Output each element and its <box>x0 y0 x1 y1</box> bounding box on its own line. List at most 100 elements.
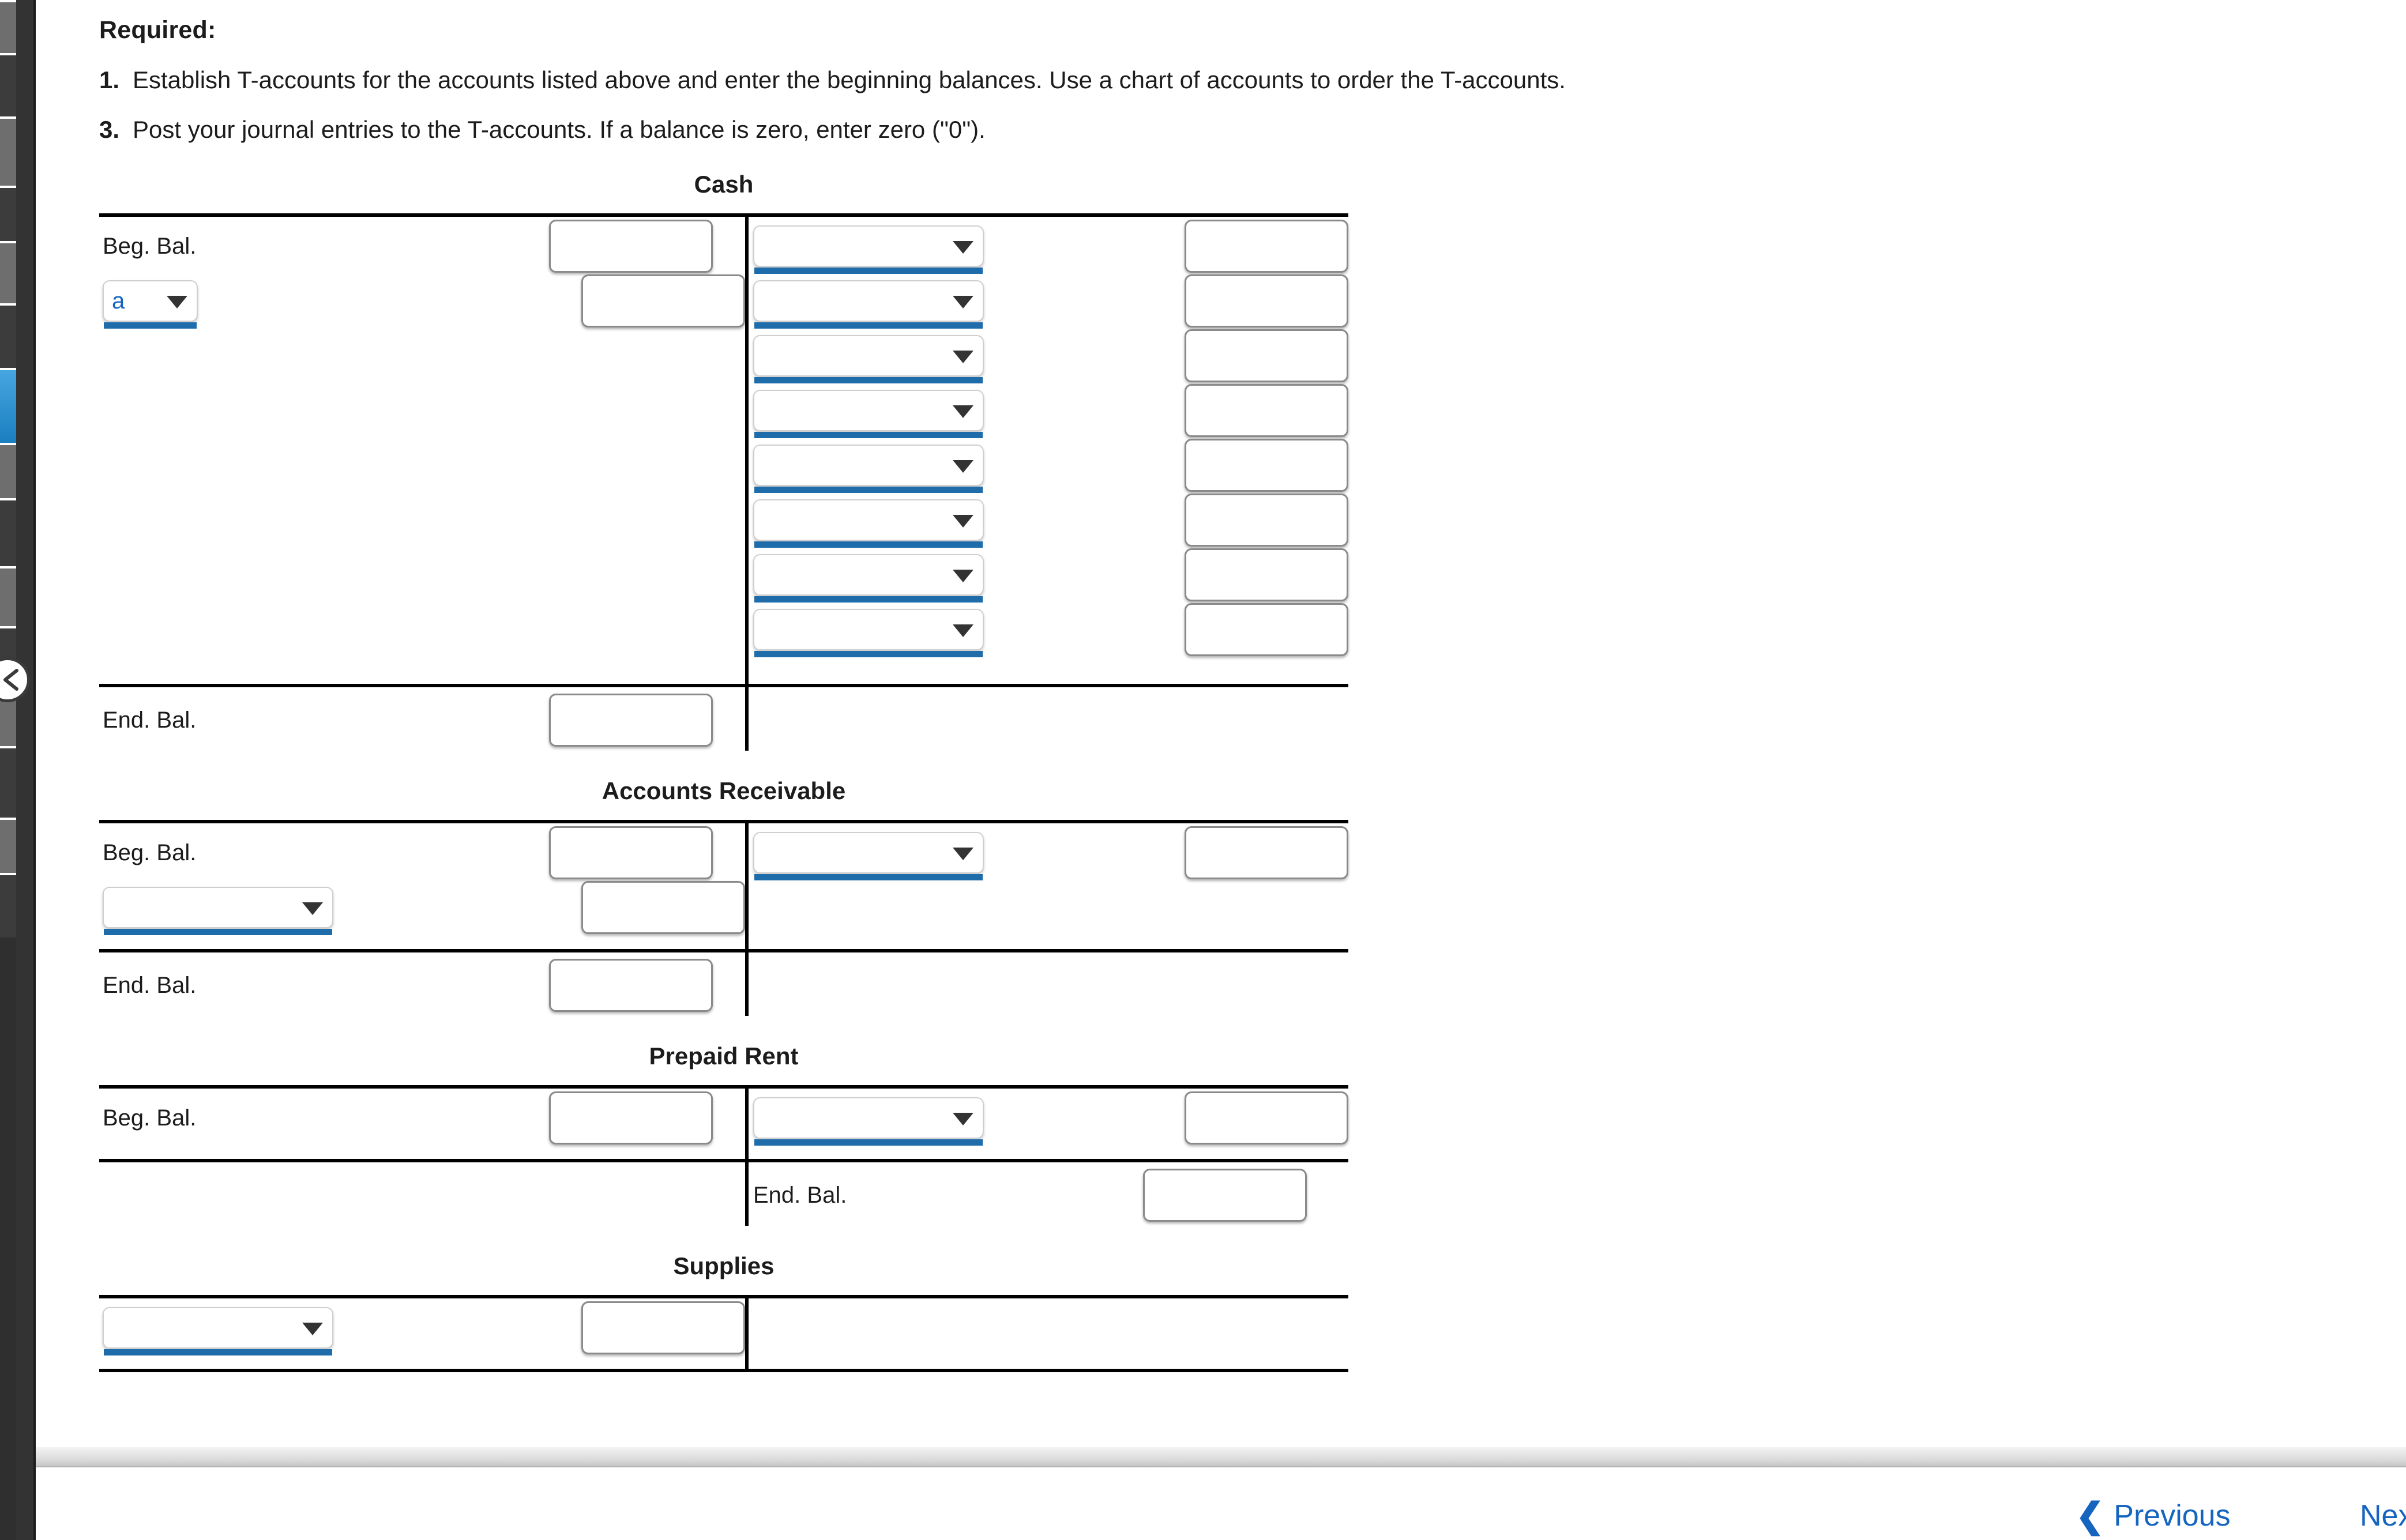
select-control[interactable] <box>753 445 984 487</box>
select-underline <box>104 1349 332 1356</box>
select-control[interactable] <box>753 225 984 268</box>
select-underline <box>104 929 332 936</box>
credit-account-select[interactable] <box>753 390 984 439</box>
rail-item-4[interactable] <box>0 241 16 303</box>
rail-item-13[interactable] <box>0 818 16 873</box>
worksheet-content: Required: 1.Establish T-accounts for the… <box>36 0 2406 1372</box>
debit-row: Beg. Bal. <box>99 219 745 274</box>
rail-item-2[interactable] <box>0 116 16 186</box>
credit-account-select[interactable] <box>753 832 984 881</box>
credit-amount-input[interactable] <box>1185 548 1348 602</box>
chevron-down-icon <box>302 1323 323 1336</box>
select-control[interactable] <box>753 832 984 874</box>
select-control[interactable] <box>753 280 984 322</box>
rail-item-8[interactable] <box>0 498 16 566</box>
debit-amount-input[interactable] <box>549 1091 713 1145</box>
debit-amount-input[interactable] <box>549 826 713 880</box>
credit-amount-input[interactable] <box>1185 220 1348 273</box>
t-account-top-rule <box>99 819 1348 823</box>
footer-debit-column: End. Bal. <box>99 693 745 748</box>
credit-amount-input[interactable] <box>1185 826 1348 880</box>
next-button[interactable]: Next <box>2360 1498 2406 1533</box>
chevron-down-icon <box>953 515 973 528</box>
debit-amount-input[interactable] <box>581 1301 745 1355</box>
rail-item-7[interactable] <box>0 443 16 498</box>
select-control[interactable] <box>753 609 984 651</box>
footer-credit-row <box>745 693 1348 748</box>
rail-item-0[interactable] <box>0 0 16 53</box>
credit-column <box>745 826 1348 935</box>
credit-amount-input[interactable] <box>1185 603 1348 657</box>
select-control[interactable] <box>103 1307 333 1349</box>
rail-item-3[interactable] <box>0 186 16 241</box>
t-account-top-rule <box>99 213 1348 217</box>
select-control[interactable] <box>753 335 984 377</box>
credit-amount-input[interactable] <box>1185 274 1348 328</box>
chevron-down-icon <box>953 624 973 638</box>
select-underline <box>754 487 983 494</box>
rail-item-strip[interactable] <box>0 0 16 1540</box>
chevron-down-icon <box>953 241 973 254</box>
credit-amount-input[interactable] <box>1185 384 1348 438</box>
select-underline <box>754 651 983 658</box>
select-control[interactable]: a <box>103 280 198 322</box>
credit-account-select[interactable] <box>753 499 984 548</box>
rail-item-12[interactable] <box>0 746 16 818</box>
debit-row <box>99 880 745 936</box>
end-balance-debit-input[interactable] <box>549 694 713 747</box>
select-control[interactable] <box>753 554 984 596</box>
instruction-item: 3.Post your journal entries to the T-acc… <box>99 116 2406 144</box>
rail-item-14[interactable] <box>0 873 16 937</box>
debit-account-select[interactable]: a <box>103 280 198 329</box>
debit-account-select[interactable] <box>103 887 333 936</box>
t-account-columns: Beg. Bal. <box>99 1085 1348 1146</box>
credit-amount-input[interactable] <box>1185 494 1348 547</box>
credit-amount-input[interactable] <box>1185 439 1348 492</box>
t-account-footer-divider <box>745 687 749 751</box>
credit-amount-input[interactable] <box>1185 329 1348 383</box>
credit-account-select[interactable] <box>753 225 984 274</box>
previous-button[interactable]: ❮ Previous <box>2076 1498 2231 1533</box>
debit-amount-input[interactable] <box>581 881 745 935</box>
select-control[interactable] <box>103 887 333 929</box>
t-account-bottom-rule <box>99 683 1348 687</box>
credit-column <box>745 1301 1348 1355</box>
credit-account-select[interactable] <box>753 1097 984 1146</box>
t-account-footer-columns: End. Bal. <box>99 952 1348 1013</box>
credit-row <box>745 493 1348 548</box>
credit-amount-input[interactable] <box>1185 1091 1348 1145</box>
select-underline <box>754 1139 983 1146</box>
select-control[interactable] <box>753 499 984 541</box>
debit-amount-input[interactable] <box>581 274 745 328</box>
credit-account-select[interactable] <box>753 609 984 658</box>
previous-label: Previous <box>2114 1499 2231 1533</box>
rail-item-1[interactable] <box>0 53 16 116</box>
debit-column: Beg. Bal. a <box>99 219 745 657</box>
rail-item-6[interactable] <box>0 368 16 443</box>
select-underline <box>754 268 983 274</box>
debit-amount-input[interactable] <box>549 220 713 273</box>
chevron-down-icon <box>953 570 973 583</box>
rail-item-5[interactable] <box>0 303 16 368</box>
footer-credit-column: End. Bal. <box>745 1168 1348 1223</box>
end-balance-debit-input[interactable] <box>549 959 713 1012</box>
t-account-divider <box>745 213 749 684</box>
credit-account-select[interactable] <box>753 554 984 603</box>
select-control[interactable] <box>753 1097 984 1139</box>
instruction-number: 1. <box>99 66 120 93</box>
select-control[interactable] <box>753 390 984 432</box>
scroll-viewport[interactable]: Required: 1.Establish T-accounts for the… <box>36 0 2406 1444</box>
end-balance-credit-input[interactable] <box>1143 1169 1307 1222</box>
debit-account-select[interactable] <box>103 1307 333 1356</box>
credit-row <box>745 219 1348 274</box>
t-account-divider <box>745 1085 749 1159</box>
footer-debit-row: End. Bal. <box>99 958 745 1013</box>
credit-account-select[interactable] <box>753 335 984 384</box>
rail-item-9[interactable] <box>0 566 16 626</box>
chevron-down-icon <box>953 405 973 419</box>
credit-account-select[interactable] <box>753 445 984 494</box>
credit-account-select[interactable] <box>753 280 984 329</box>
debit-row <box>99 1301 745 1356</box>
debit-row: Beg. Bal. <box>99 1091 745 1146</box>
